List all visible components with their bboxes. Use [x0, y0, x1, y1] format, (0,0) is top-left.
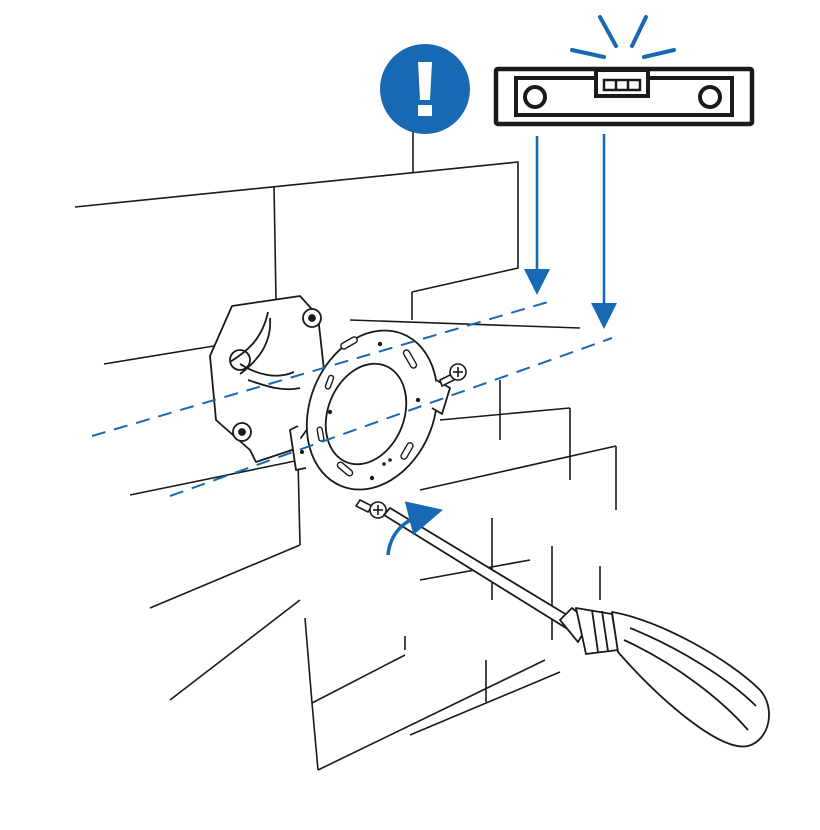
- rotation-arrow: [386, 501, 443, 556]
- level-drop-arrows: [524, 134, 617, 329]
- exclamation-icon: [418, 62, 432, 100]
- mounting-bracket: [289, 329, 451, 491]
- screw-top-right: [439, 363, 467, 388]
- screwdriver: [383, 507, 770, 748]
- sparkle-icon: [570, 15, 676, 59]
- screw-bottom: [354, 498, 387, 519]
- brick-wall: [74, 161, 617, 771]
- spirit-level-icon: [493, 15, 755, 127]
- level-guide-lines: [91, 301, 613, 497]
- alert-badge: [380, 44, 470, 134]
